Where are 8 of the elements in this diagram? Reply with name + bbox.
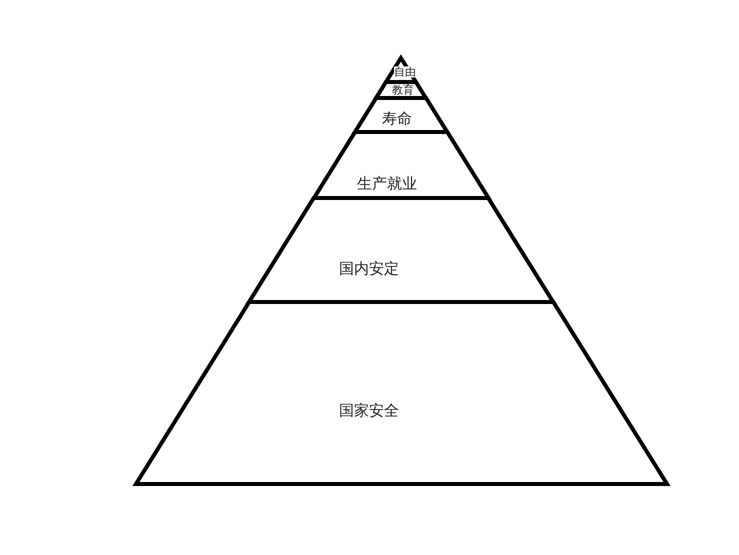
tier-label: 国内安定: [338, 262, 399, 276]
tier-label: 国家安全: [339, 404, 399, 418]
pyramid-tier: [132, 298, 671, 488]
tier-label: 教育: [392, 84, 414, 96]
tier-label: 自由: [394, 66, 416, 78]
pyramid-tier: [372, 78, 430, 102]
tier-label: 生产就业: [356, 176, 417, 192]
tier-label: 寿命: [382, 112, 412, 126]
